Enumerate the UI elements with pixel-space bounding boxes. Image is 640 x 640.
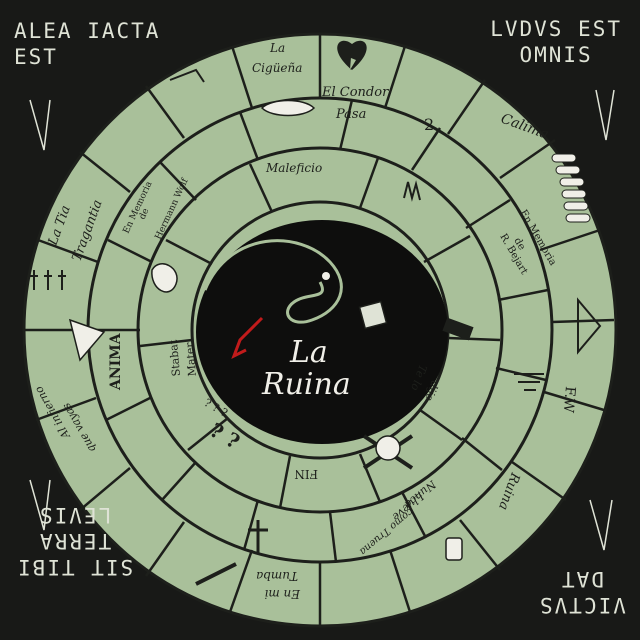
corner-top-left-line2: EST xyxy=(14,45,58,69)
bottle-icon xyxy=(442,317,474,341)
square-maleficio: Maleficio xyxy=(265,161,322,175)
center-title-line1: La xyxy=(289,335,328,370)
corner-bottom-right: VICTVS DAT xyxy=(538,566,626,618)
corner-bottom-left-line2: TERRA xyxy=(37,529,112,553)
corner-top-right-line2: OMNIS xyxy=(519,43,593,67)
square-stabat-line2: Mater xyxy=(183,341,199,377)
serpent-tongue xyxy=(231,316,264,360)
square-condor-line1: El Condor xyxy=(321,85,389,100)
corner-bottom-left: SIT TIBI TERRA LEVIS xyxy=(16,502,133,580)
square-ciguena-line1: La xyxy=(269,41,285,55)
scratch-marks xyxy=(29,89,615,551)
square-anima: ANIMA xyxy=(108,332,124,391)
dagger-icon xyxy=(195,562,237,586)
corner-top-right: LVDVS EST OMNIS xyxy=(490,16,622,68)
corner-bottom-right-line1: VICTVS xyxy=(538,593,626,617)
square-tumba-line2: Tumba xyxy=(256,569,298,583)
bomb-icon xyxy=(151,263,178,293)
mouth-icon xyxy=(260,99,316,117)
serpent xyxy=(203,239,343,324)
center-void xyxy=(196,220,448,444)
dice-icon xyxy=(358,300,388,330)
serpent-eye xyxy=(322,272,330,280)
wizard-icon xyxy=(68,318,106,362)
square-two: 2 xyxy=(424,115,434,134)
square-fw: F.W xyxy=(560,386,578,414)
middle-ring-dividers xyxy=(90,99,549,563)
corner-top-left: ALEA IACTA EST xyxy=(14,18,160,70)
crosses-icon xyxy=(30,270,66,290)
square-fin: FIN xyxy=(294,467,318,481)
corner-bottom-left-line1: SIT TIBI xyxy=(16,555,134,579)
eye-pyramid-icon xyxy=(577,297,602,355)
inner-ring-dividers xyxy=(139,157,501,509)
bone-chain xyxy=(551,153,591,223)
skull-crossbones-icon xyxy=(362,434,414,470)
cactus-icon xyxy=(248,520,268,554)
square-ciguena-line2: Cigüeña xyxy=(252,61,302,75)
bird-icon xyxy=(169,68,205,83)
center-title-line2: Ruina xyxy=(261,367,351,402)
broken-heart-icon xyxy=(337,40,367,70)
outer-ring-dividers xyxy=(24,34,615,626)
corner-bottom-right-line2: DAT xyxy=(560,567,605,591)
square-stabat-line1: Stabat xyxy=(167,339,183,377)
tornado-icon xyxy=(514,373,544,391)
corner-top-right-line1: LVDVS EST xyxy=(490,17,622,41)
barrel-icon xyxy=(445,537,463,561)
corner-bottom-left-line3: LEVIS xyxy=(37,503,112,527)
hand-icon xyxy=(403,180,421,202)
square-memoria-bejart-line2: de xyxy=(511,236,527,252)
square-tumba-line1: En mi xyxy=(264,587,301,601)
square-condor-line2: Pasa xyxy=(335,107,366,122)
corner-top-left-line1: ALEA IACTA xyxy=(14,19,161,43)
square-memoria-wolf-line2: de xyxy=(138,207,152,221)
